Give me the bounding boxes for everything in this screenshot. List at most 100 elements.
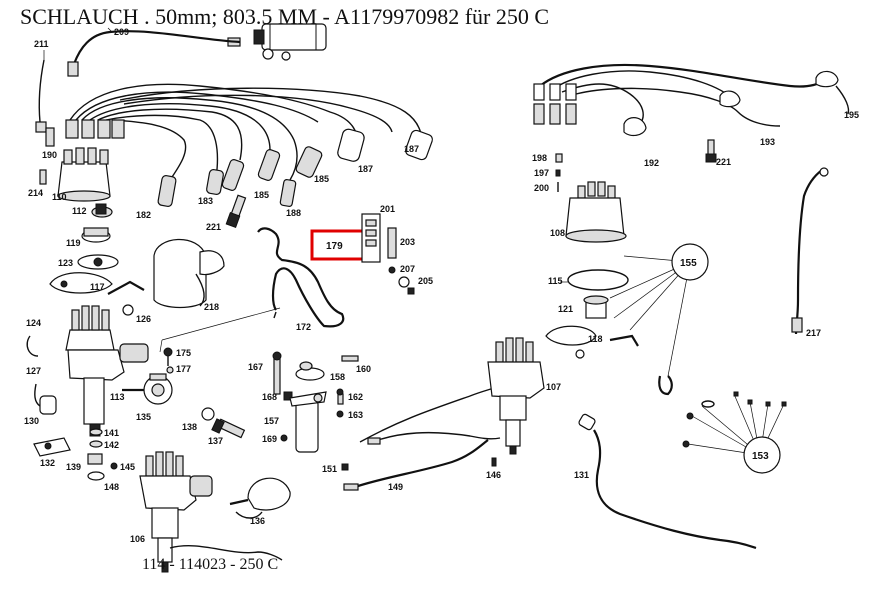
label-188: 188 (286, 208, 301, 218)
label-221b: 221 (716, 157, 731, 167)
label-126: 126 (136, 314, 151, 324)
svg-text:153: 153 (752, 451, 769, 462)
coil-157[interactable] (289, 391, 327, 453)
spark-plug-wires-right[interactable] (539, 63, 850, 127)
coil-wire-209[interactable] (72, 30, 241, 65)
washers-141-142 (89, 428, 103, 448)
label-149: 149 (388, 482, 403, 492)
callout-153[interactable]: 153 (743, 436, 781, 474)
part-labels: 211 209 190 214 110 112 119 123 117 126 … (24, 27, 859, 544)
label-203: 203 (400, 237, 415, 247)
label-195: 195 (844, 110, 859, 120)
clamp-158[interactable] (295, 361, 325, 381)
label-123: 123 (58, 258, 73, 268)
breaker-plate-117[interactable] (49, 272, 113, 294)
rotor-119[interactable] (81, 227, 111, 243)
label-183: 183 (198, 196, 213, 206)
gasket-115[interactable] (567, 269, 629, 291)
label-151: 151 (322, 464, 337, 474)
callout-155[interactable]: 155 (671, 243, 709, 281)
label-169: 169 (262, 434, 277, 444)
label-130: 130 (24, 416, 39, 426)
label-117: 117 (90, 282, 105, 292)
label-201: 201 (380, 204, 395, 214)
label-167: 167 (248, 362, 263, 372)
label-127: 127 (26, 366, 41, 376)
cable-131[interactable] (578, 413, 757, 550)
highlight-label-179: 179 (326, 241, 343, 252)
part-190[interactable] (45, 127, 55, 147)
distributor-cap-110[interactable] (57, 147, 111, 202)
condenser-130[interactable] (39, 395, 57, 415)
clip-small-right (658, 375, 673, 396)
label-205: 205 (418, 276, 433, 286)
distributor-cap-108[interactable] (565, 181, 627, 243)
rotor-112[interactable] (91, 203, 113, 218)
label-163: 163 (348, 410, 363, 420)
relay-201-203[interactable] (361, 213, 397, 263)
distributor-107[interactable] (487, 337, 545, 455)
label-172: 172 (296, 322, 311, 332)
part-214[interactable] (39, 169, 47, 185)
label-121: 121 (558, 304, 573, 314)
label-142: 142 (104, 440, 119, 450)
label-185b: 185 (314, 174, 329, 184)
label-106: 106 (130, 534, 145, 544)
label-141: 141 (104, 428, 119, 438)
hose-172[interactable] (257, 227, 345, 328)
clip-124[interactable] (26, 335, 39, 357)
wire-211[interactable] (38, 59, 45, 123)
label-135: 135 (136, 412, 151, 422)
distributor-assembly-left[interactable] (65, 305, 149, 437)
spark-plug-221-left[interactable] (225, 194, 247, 228)
plate-123[interactable] (77, 254, 119, 270)
label-211: 211 (34, 39, 49, 49)
label-177: 177 (176, 364, 191, 374)
wire-107 (359, 387, 495, 443)
label-136: 136 (250, 516, 265, 526)
label-132: 132 (40, 458, 55, 468)
label-157: 157 (264, 416, 279, 426)
bolt-137[interactable] (211, 418, 246, 439)
spark-plug-wire-bundle[interactable] (69, 83, 423, 181)
rotor-121[interactable] (583, 295, 609, 319)
screws-175-177 (163, 347, 174, 374)
label-192: 192 (644, 158, 659, 168)
cover-218[interactable] (153, 238, 225, 309)
washer-169 (280, 434, 288, 442)
distributor-assembly-106[interactable] (139, 451, 213, 573)
footer-caption: 114 - 114023 - 250 C (142, 556, 279, 573)
label-137: 137 (208, 436, 223, 446)
bolt-167[interactable] (272, 351, 282, 395)
label-112: 112 (72, 206, 87, 216)
label-148: 148 (104, 482, 119, 492)
clip-127[interactable] (34, 383, 41, 407)
cable-149[interactable] (343, 431, 501, 491)
spark-plug-221-right[interactable] (705, 139, 717, 163)
label-113: 113 (110, 392, 125, 402)
label-110: 110 (52, 192, 67, 202)
label-209: 209 (114, 27, 129, 37)
vacuum-unit-135[interactable] (122, 373, 173, 405)
plate-118[interactable] (545, 325, 639, 359)
label-193: 193 (760, 137, 775, 147)
bolt-160[interactable] (341, 355, 359, 362)
label-200: 200 (534, 183, 549, 193)
nut-138[interactable] (201, 407, 215, 421)
sensor-217[interactable] (791, 167, 829, 335)
label-124: 124 (26, 318, 41, 328)
label-217: 217 (806, 328, 821, 338)
vacuum-unit-136[interactable] (229, 477, 291, 519)
nut-163 (336, 410, 344, 418)
ignition-coil[interactable] (227, 23, 327, 61)
screw-162 (336, 388, 344, 405)
label-190: 190 (42, 150, 57, 160)
wire-end (67, 61, 79, 77)
contact-126[interactable] (107, 280, 145, 316)
wire-connectors (65, 119, 433, 207)
label-214: 214 (28, 188, 43, 198)
label-108: 108 (550, 228, 565, 238)
bracket-132[interactable] (33, 437, 71, 457)
label-107: 107 (546, 382, 561, 392)
